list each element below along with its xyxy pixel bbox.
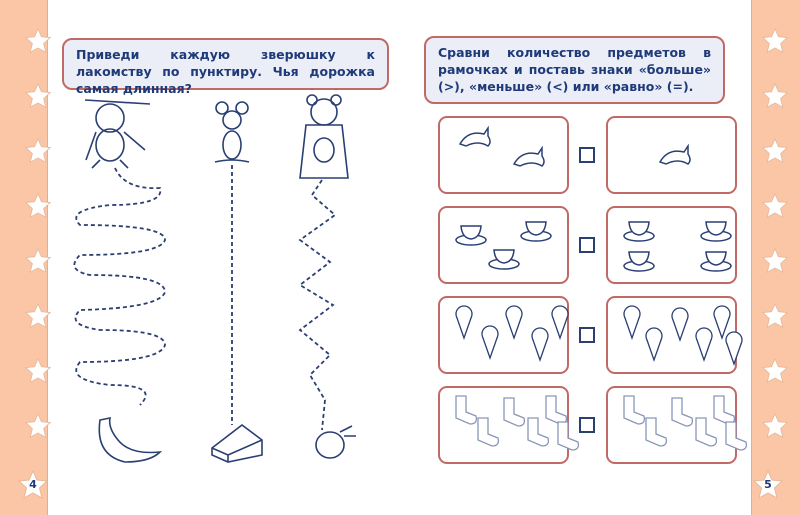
compare-box-right xyxy=(606,206,737,284)
monkey-icon xyxy=(84,99,151,169)
cup-icon xyxy=(700,251,732,272)
ice-cream-icon xyxy=(531,327,549,362)
star-icon xyxy=(762,413,788,439)
sock-icon xyxy=(477,417,500,447)
compare-box-right xyxy=(606,296,743,374)
sock-icon xyxy=(695,417,718,447)
comparison-sign-box[interactable] xyxy=(579,327,595,343)
sock-icon xyxy=(455,395,478,425)
bear-icon xyxy=(299,94,349,179)
ice-cream-icon xyxy=(551,305,569,340)
sock-icon xyxy=(725,421,748,451)
bear-path xyxy=(298,179,337,431)
star-icon xyxy=(18,470,48,499)
dolphin-icon xyxy=(658,144,691,165)
star-icon xyxy=(762,248,788,274)
star-icon xyxy=(25,193,51,219)
star-icon xyxy=(762,138,788,164)
cup-icon xyxy=(700,221,732,242)
banana-icon xyxy=(98,416,163,463)
ice-cream-icon xyxy=(671,307,689,342)
ice-cream-icon xyxy=(695,327,713,362)
star-icon xyxy=(753,470,783,499)
dolphin-icon xyxy=(512,146,545,167)
star-icon xyxy=(762,83,788,109)
compare-box-right xyxy=(606,386,748,464)
star-icon xyxy=(25,28,51,54)
sock-icon xyxy=(503,397,526,427)
compare-box-left xyxy=(438,386,580,464)
compare-box-left xyxy=(438,206,569,284)
page-number-text: 5 xyxy=(764,478,772,491)
ice-cream-icon xyxy=(481,325,499,360)
ice-cream-icon xyxy=(645,327,663,362)
sock-icon xyxy=(527,417,550,447)
page-number-right: 5 xyxy=(753,470,783,500)
compare-box-left xyxy=(438,116,569,194)
comparison-sign-box[interactable] xyxy=(579,237,595,253)
sock-icon xyxy=(645,417,668,447)
star-icon xyxy=(25,83,51,109)
star-icon xyxy=(25,358,51,384)
star-icon xyxy=(762,358,788,384)
cup-icon xyxy=(623,251,655,272)
comparison-sign-box[interactable] xyxy=(579,147,595,163)
compare-box-left xyxy=(438,296,569,374)
ice-cream-icon xyxy=(505,305,523,340)
page-number-text: 4 xyxy=(29,478,37,491)
sock-icon xyxy=(623,395,646,425)
ice-cream-icon xyxy=(725,331,743,366)
sock-icon xyxy=(671,397,694,427)
page-number-left: 4 xyxy=(18,470,48,500)
comparison-sign-box[interactable] xyxy=(579,417,595,433)
star-icon xyxy=(762,303,788,329)
star-icon xyxy=(25,248,51,274)
star-icon xyxy=(25,138,51,164)
dolphin-icon xyxy=(458,126,491,147)
cup-icon xyxy=(455,225,487,246)
cheese-icon xyxy=(211,423,263,463)
mouse-icon xyxy=(214,101,250,163)
monkey-path xyxy=(73,167,166,406)
right-margin-strip xyxy=(751,0,800,515)
cup-icon xyxy=(488,249,520,270)
left-margin-strip xyxy=(0,0,51,515)
tracing-paths xyxy=(73,94,356,463)
star-icon xyxy=(25,413,51,439)
compare-box-right xyxy=(606,116,737,194)
ice-cream-icon xyxy=(713,305,731,340)
task-instruction-right: Сравни количество предметов в рамочках и… xyxy=(424,36,725,104)
star-icon xyxy=(25,303,51,329)
cup-icon xyxy=(623,221,655,242)
cup-icon xyxy=(520,221,552,242)
ice-cream-icon xyxy=(623,305,641,340)
raspberry-icon xyxy=(315,425,356,459)
star-icon xyxy=(762,28,788,54)
task-instruction-left: Приведи каждую зверюшку к лакомству по п… xyxy=(62,38,389,96)
star-icon xyxy=(762,193,788,219)
sock-icon xyxy=(557,421,580,451)
ice-cream-icon xyxy=(455,305,473,340)
